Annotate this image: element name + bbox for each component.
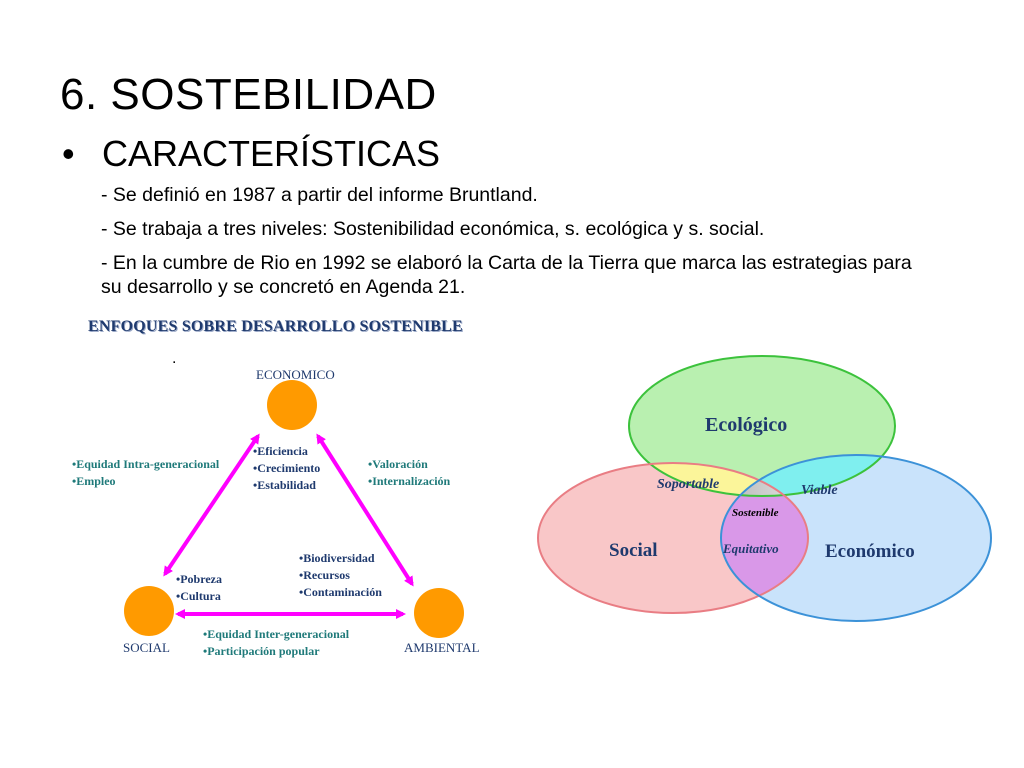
arrow-economico-ambiental (316, 433, 414, 587)
label-ambiental: AMBIENTAL (404, 640, 480, 655)
ambiental-item-1: •Biodiversidad (299, 551, 375, 565)
bullet-lines: - Se definió en 1987 a partir del inform… (101, 183, 921, 309)
right-edge-item-1: •Valoración (368, 457, 428, 471)
left-edge-item-1: •Equidad Intra-generacional (72, 457, 220, 471)
venn-label-sostenible: Sostenible (732, 507, 779, 519)
line-3: - En la cumbre de Rio en 1992 se elaboró… (101, 252, 912, 298)
bullet-marker: • (62, 133, 75, 174)
venn-label-social: Social (609, 540, 658, 561)
triangle-diagram: ECONOMICO SOCIAL AMBIENTAL •Eficiencia •… (72, 367, 480, 658)
economico-item-3: •Estabilidad (253, 478, 316, 492)
label-social: SOCIAL (123, 640, 170, 655)
venn-circle-economico (721, 455, 991, 621)
economico-item-2: •Crecimiento (253, 461, 320, 475)
bottom-edge-item-2: •Participación popular (203, 644, 320, 658)
venn-diagram: Ecológico Social Económico Soportable Vi… (537, 355, 992, 622)
venn-label-soportable: Soportable (657, 477, 719, 492)
venn-label-viable: Viable (801, 483, 838, 498)
social-item-1: •Pobreza (176, 572, 222, 586)
line-2: - Se trabaja a tres niveles: Sostenibili… (101, 218, 765, 240)
slide-title: 6. SOSTEBILIDAD (60, 70, 437, 119)
bottom-edge-item-1: •Equidad Inter-generacional (203, 627, 350, 641)
label-economico: ECONOMICO (256, 367, 335, 382)
ambiental-item-3: •Contaminación (299, 585, 382, 599)
stray-dot: . (172, 350, 177, 367)
arrow-economico-social (163, 433, 260, 577)
right-edge-item-2: •Internalización (368, 474, 451, 488)
ambiental-item-2: •Recursos (299, 568, 350, 582)
node-economico (267, 380, 317, 430)
bullet-heading: • CARACTERÍSTICAS (62, 133, 440, 175)
venn-label-economico: Económico (825, 541, 915, 562)
line-1: - Se definió en 1987 a partir del inform… (101, 184, 538, 206)
social-item-2: •Cultura (176, 589, 221, 603)
venn-label-equitativo: Equitativo (722, 541, 779, 556)
bullet-heading-text: CARACTERÍSTICAS (102, 133, 441, 174)
venn-label-ecologico: Ecológico (705, 414, 787, 436)
node-social (124, 586, 174, 636)
left-edge-item-2: •Empleo (72, 474, 116, 488)
triangle-diagram-title: ENFOQUES SOBRE DESARROLLO SOSTENIBLE (88, 318, 463, 335)
economico-item-1: •Eficiencia (253, 444, 308, 458)
node-ambiental (414, 588, 464, 638)
